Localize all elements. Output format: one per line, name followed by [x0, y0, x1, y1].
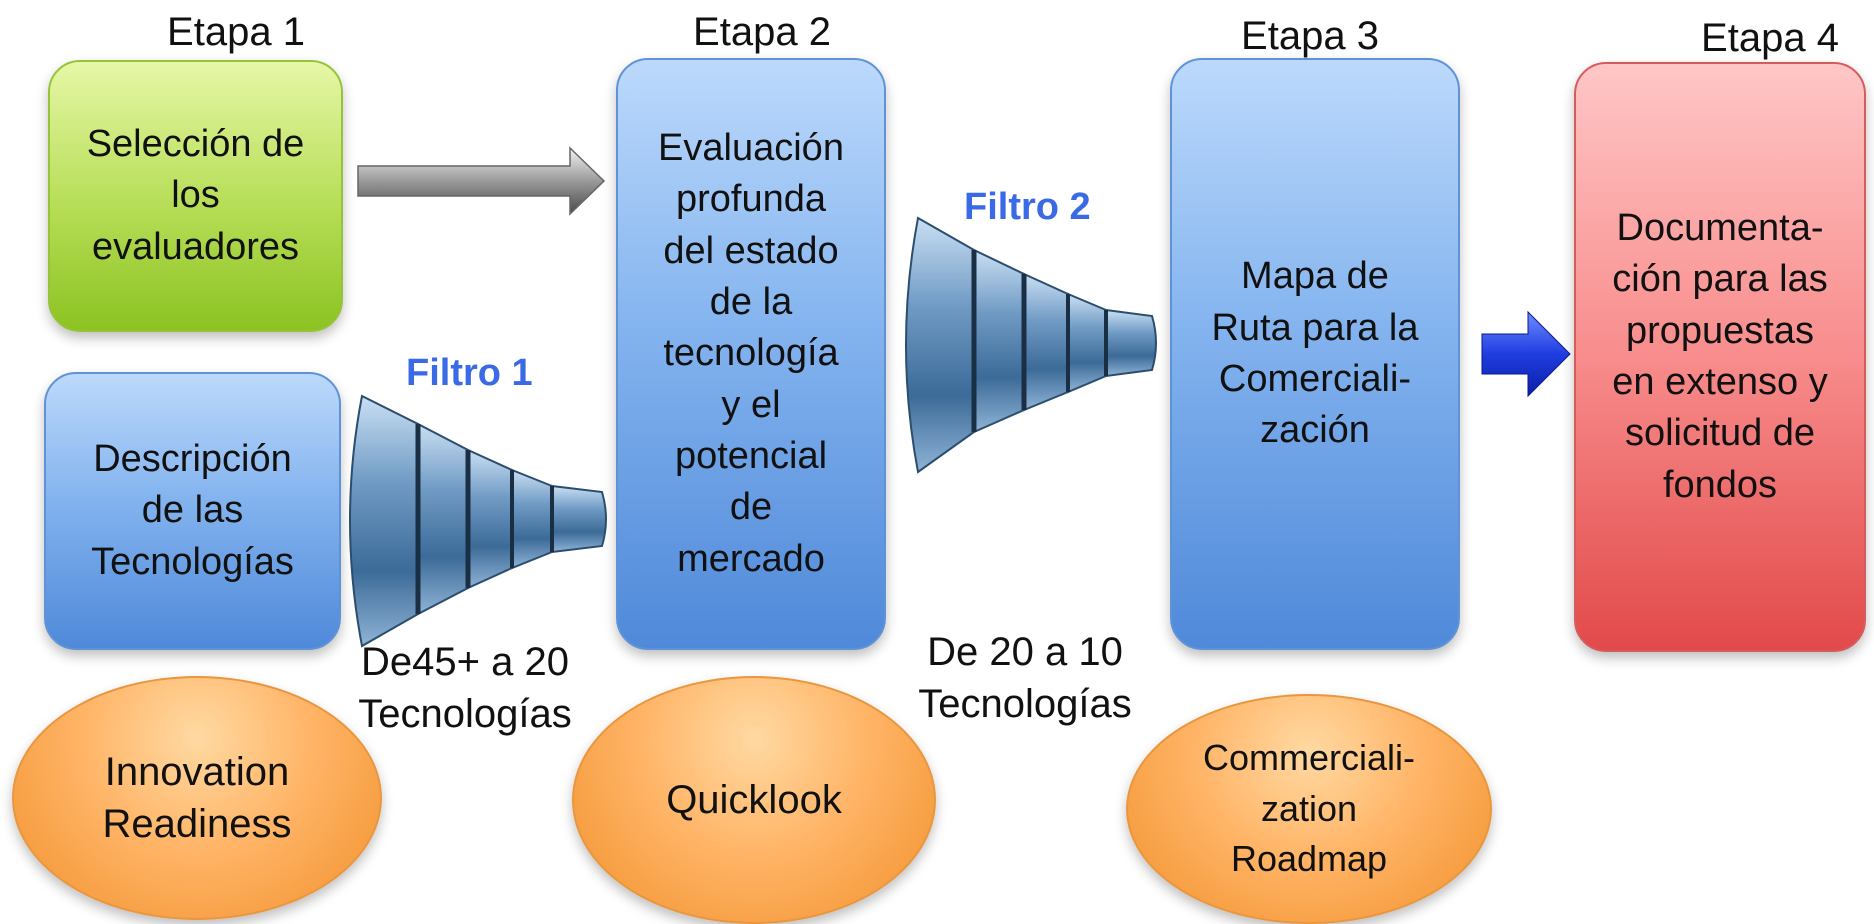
stage-3-title: Etapa 3	[1241, 14, 1379, 58]
documentacion-box: Documenta-ción para las propuestas en ex…	[1574, 62, 1866, 652]
quicklook-text: Quicklook	[666, 777, 842, 822]
descripcion-tecnologias-text: Descripción de las Tecnologías	[91, 438, 294, 583]
documentacion-text: Documenta-ción para las propuestas en ex…	[1612, 207, 1828, 506]
innovation-readiness-text: Innovation Readiness	[102, 750, 292, 846]
commercialization-roadmap-text: Commerciali-zation Roadmap	[1202, 737, 1415, 880]
seleccion-evaluadores-box: Selección de los evaluadores	[48, 60, 343, 332]
stage-1-title: Etapa 1	[167, 10, 305, 54]
right-arrow-icon	[357, 146, 606, 216]
descripcion-tecnologias-box: Descripción de las Tecnologías	[44, 372, 341, 650]
quicklook-oval: Quicklook	[572, 676, 936, 924]
stage-4-title: Etapa 4	[1701, 16, 1839, 60]
commercialization-roadmap-oval: Commerciali-zation Roadmap	[1126, 694, 1492, 924]
funnel-icon	[349, 394, 607, 648]
filtro-1-label: Filtro 1	[406, 352, 533, 394]
funnel-icon	[905, 216, 1157, 474]
evaluacion-profunda-box: Evaluación profunda del estado de la tec…	[616, 58, 886, 650]
filtro-2-label: Filtro 2	[964, 186, 1091, 228]
right-arrow-icon	[1481, 310, 1571, 398]
mapa-ruta-text: Mapa de Ruta para la Comerciali-zación	[1211, 255, 1419, 452]
evaluacion-profunda-text: Evaluación profunda del estado de la tec…	[658, 127, 844, 580]
innovation-readiness-oval: Innovation Readiness	[12, 676, 382, 920]
filtro-2-caption: De 20 a 10 Tecnologías	[918, 630, 1132, 726]
seleccion-evaluadores-text: Selección de los evaluadores	[86, 123, 305, 268]
filtro-1-caption: De45+ a 20 Tecnologías	[358, 640, 572, 736]
mapa-ruta-box: Mapa de Ruta para la Comerciali-zación	[1170, 58, 1460, 650]
stage-2-title: Etapa 2	[693, 10, 831, 54]
